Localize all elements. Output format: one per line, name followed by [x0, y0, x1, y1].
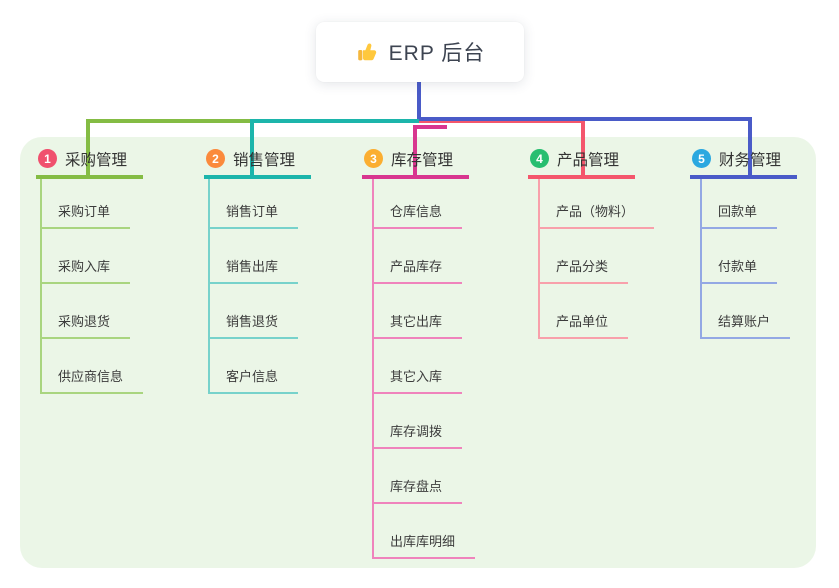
child-node-label: 采购订单	[40, 201, 131, 229]
child-node[interactable]: 产品单位	[538, 284, 654, 339]
child-node[interactable]: 客户信息	[208, 339, 299, 394]
child-node-label: 仓库信息	[372, 201, 463, 229]
child-node-label: 付款单	[700, 256, 778, 284]
branch-header-3[interactable]: 3 库存管理	[362, 147, 470, 179]
branch-header-1[interactable]: 1 采购管理	[36, 147, 144, 179]
child-node-label: 产品库存	[372, 256, 463, 284]
child-node-label: 其它入库	[372, 366, 463, 394]
child-node-label: 库存调拨	[372, 421, 463, 449]
branch-child-connector	[208, 179, 210, 394]
branch-number-badge: 1	[38, 149, 57, 168]
child-node-label: 产品（物料）	[538, 201, 655, 229]
child-node[interactable]: 产品（物料）	[538, 179, 655, 229]
thumbs-up-icon	[355, 40, 379, 64]
child-node[interactable]: 销售出库	[208, 229, 299, 284]
branch-title: 采购管理	[65, 151, 128, 169]
branch-child-connector	[700, 179, 702, 339]
child-node[interactable]: 采购退货	[40, 284, 143, 339]
branch-children: 采购订单 采购入库 采购退货 供应商信息	[40, 179, 144, 394]
child-node-label: 销售退货	[208, 311, 299, 339]
branch-child-connector	[40, 179, 42, 394]
child-node-label: 产品分类	[538, 256, 629, 284]
child-node-label: 销售出库	[208, 256, 299, 284]
child-node[interactable]: 结算账户	[700, 284, 791, 339]
child-node[interactable]: 回款单	[700, 179, 790, 229]
child-node-label: 结算账户	[700, 311, 791, 339]
branch-title: 库存管理	[391, 151, 454, 169]
child-node-label: 出库库明细	[372, 531, 476, 559]
child-node-label: 库存盘点	[372, 476, 463, 504]
child-node[interactable]: 仓库信息	[372, 179, 475, 229]
child-node[interactable]: 销售订单	[208, 179, 299, 229]
branch-children: 销售订单 销售出库 销售退货 客户信息	[208, 179, 299, 394]
child-node[interactable]: 出库库明细	[372, 504, 476, 559]
child-node[interactable]: 其它入库	[372, 339, 475, 394]
branch-children: 回款单 付款单 结算账户	[700, 179, 791, 339]
root-node[interactable]: ERP 后台	[316, 22, 524, 82]
child-node[interactable]: 库存盘点	[372, 449, 475, 504]
child-node-label: 销售订单	[208, 201, 299, 229]
child-node-label: 客户信息	[208, 366, 299, 394]
child-node[interactable]: 销售退货	[208, 284, 299, 339]
child-node[interactable]: 库存调拨	[372, 394, 475, 449]
branch-number-badge: 5	[692, 149, 711, 168]
branch-children: 产品（物料） 产品分类 产品单位	[538, 179, 655, 339]
child-node[interactable]: 采购订单	[40, 179, 143, 229]
child-node[interactable]: 产品库存	[372, 229, 475, 284]
root-node-label: ERP 后台	[388, 42, 486, 65]
child-node-label: 回款单	[700, 201, 778, 229]
child-node-label: 采购入库	[40, 256, 131, 284]
child-node-label: 其它出库	[372, 311, 463, 339]
child-node[interactable]: 付款单	[700, 229, 790, 284]
child-node-label: 产品单位	[538, 311, 629, 339]
branch-number-badge: 2	[206, 149, 225, 168]
branch-child-connector	[538, 179, 540, 339]
branch-title: 财务管理	[719, 151, 782, 169]
branch-title: 产品管理	[557, 151, 620, 169]
branch-number-badge: 3	[364, 149, 383, 168]
branches-background-panel	[20, 137, 816, 568]
branch-number-badge: 4	[530, 149, 549, 168]
branch-header-4[interactable]: 4 产品管理	[528, 147, 636, 179]
branch-child-connector	[372, 179, 374, 559]
branch-title: 销售管理	[233, 151, 296, 169]
child-node[interactable]: 供应商信息	[40, 339, 144, 394]
branch-header-2[interactable]: 2 销售管理	[204, 147, 312, 179]
child-node-label: 采购退货	[40, 311, 131, 339]
child-node-label: 供应商信息	[40, 366, 144, 394]
child-node[interactable]: 其它出库	[372, 284, 475, 339]
branch-children: 仓库信息 产品库存 其它出库 其它入库 库存调拨 库存盘点 出库库明细	[372, 179, 476, 559]
branch-header-5[interactable]: 5 财务管理	[690, 147, 798, 179]
child-node[interactable]: 采购入库	[40, 229, 143, 284]
child-node[interactable]: 产品分类	[538, 229, 654, 284]
